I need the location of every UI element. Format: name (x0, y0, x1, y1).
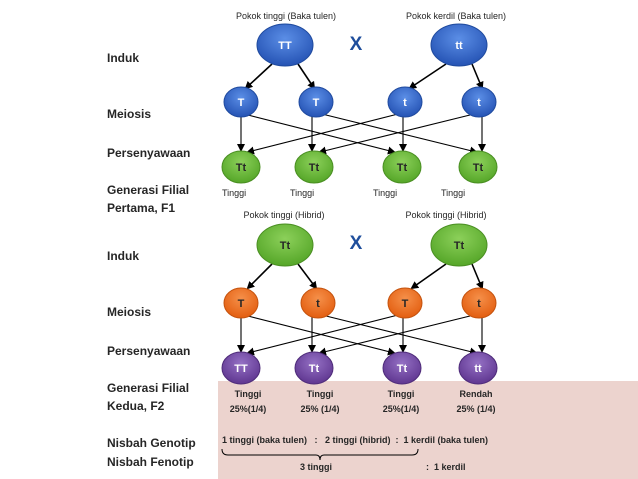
label-f2-line1: Generasi Filial (107, 381, 190, 395)
label-f2-line2: Kedua, F2 (107, 399, 165, 413)
cross1-left-caption: Pokok tinggi (Baka tulen) (235, 11, 337, 21)
f2-offspring-1: TT (221, 351, 261, 385)
f2-phenotype-4-name: Rendah (459, 389, 493, 399)
svg-text:Tt: Tt (280, 240, 291, 252)
label-induk-1: Induk (107, 51, 139, 65)
genotype-ratio: 1 tinggi (baka tulen) : 2 tinggi (hibrid… (222, 435, 489, 445)
f2-phenotype-4-percent: 25% (1/4) (456, 404, 496, 414)
f1-offspring-4: Tt (458, 150, 498, 184)
cross1-gamete-2: T (298, 86, 334, 118)
f1-phenotype-4: Tinggi (441, 188, 466, 198)
f2-offspring-3: Tt (382, 351, 422, 385)
label-persenyawaan-1: Persenyawaan (107, 146, 191, 160)
svg-text:TT: TT (278, 40, 292, 52)
f2-offspring-2: Tt (294, 351, 334, 385)
cross2-cross-symbol: X (349, 233, 363, 254)
svg-text:Tt: Tt (236, 162, 247, 174)
label-meiosis-1: Meiosis (107, 107, 152, 121)
cross2-parent-left: Tt (256, 223, 314, 267)
svg-text:t: t (403, 97, 407, 109)
cross1-cross-symbol: X (349, 34, 363, 55)
label-phenotype-ratio: Nisbah Fenotip (107, 455, 194, 469)
f2-phenotype-4: Rendah 25% (1/4) (456, 388, 495, 416)
cross2-gamete-2: t (300, 287, 336, 319)
label-f1-line2: Pertama, F1 (107, 201, 176, 215)
f2-phenotype-3-percent: 25%(1/4) (382, 404, 420, 414)
f2-phenotype-3-name: Tinggi (387, 389, 415, 399)
cross1-parent-left: TT (256, 23, 314, 67)
f1-offspring-1: Tt (221, 150, 261, 184)
results-box (218, 381, 638, 479)
svg-text:tt: tt (455, 40, 463, 52)
svg-text:TT: TT (234, 363, 248, 375)
svg-text:tt: tt (474, 363, 482, 375)
cross2-parent-right: Tt (430, 223, 488, 267)
svg-text:Tt: Tt (309, 162, 320, 174)
svg-text:t: t (316, 298, 320, 310)
phenotype-ratio-tall: 3 tinggi (300, 462, 332, 472)
label-induk-2: Induk (107, 249, 139, 263)
svg-text:Tt: Tt (473, 162, 484, 174)
cross2-fertilization-arrows (237, 314, 486, 356)
f1-phenotype-1: Tinggi (222, 188, 247, 198)
svg-text:T: T (238, 298, 245, 310)
f2-phenotype-1-name: Tinggi (234, 389, 262, 399)
f1-offspring-3: Tt (382, 150, 422, 184)
cross1-gamete-3: t (387, 86, 423, 118)
phenotype-brace (221, 448, 419, 461)
cross2-gamete-4: t (461, 287, 497, 319)
cross1-parent-arrows (244, 63, 484, 90)
f2-phenotype-1: Tinggi 25%(1/4) (230, 388, 267, 416)
cross1-gamete-1: T (223, 86, 259, 118)
svg-text:Tt: Tt (454, 240, 465, 252)
cross1-right-caption: Pokok kerdil (Baka tulen) (405, 11, 507, 21)
label-meiosis-2: Meiosis (107, 305, 152, 319)
cross2-parent-arrows (246, 263, 484, 290)
cross2-gamete-1: T (223, 287, 259, 319)
f2-phenotype-1-percent: 25%(1/4) (229, 404, 267, 414)
f2-phenotype-3: Tinggi 25%(1/4) (383, 388, 420, 416)
label-genotype-ratio: Nisbah Genotip (107, 436, 196, 450)
f1-phenotype-3: Tinggi (373, 188, 398, 198)
label-f1-line1: Generasi Filial (107, 183, 190, 197)
cross2-left-caption: Pokok tinggi (Hibrid) (243, 210, 325, 220)
svg-text:t: t (477, 97, 481, 109)
f2-offspring-4: tt (458, 351, 498, 385)
svg-text:T: T (238, 97, 245, 109)
svg-text:T: T (313, 97, 320, 109)
f2-phenotype-2-name: Tinggi (306, 389, 334, 399)
cross1-parent-right: tt (430, 23, 488, 67)
f1-phenotype-2: Tinggi (290, 188, 315, 198)
cross2-right-caption: Pokok tinggi (Hibrid) (405, 210, 487, 220)
f2-phenotype-2-percent: 25% (1/4) (300, 404, 340, 414)
cross2-gamete-3: T (387, 287, 423, 319)
svg-text:Tt: Tt (397, 162, 408, 174)
cross1-gamete-4: t (461, 86, 497, 118)
label-persenyawaan-2: Persenyawaan (107, 344, 191, 358)
svg-text:T: T (402, 298, 409, 310)
svg-text:t: t (477, 298, 481, 310)
svg-text:Tt: Tt (309, 363, 320, 375)
phenotype-ratio-short: : 1 kerdil (426, 462, 466, 472)
f2-phenotype-2: Tinggi 25% (1/4) (300, 388, 339, 416)
f1-offspring-2: Tt (294, 150, 334, 184)
cross1-fertilization-arrows (237, 113, 486, 155)
svg-text:Tt: Tt (397, 363, 408, 375)
